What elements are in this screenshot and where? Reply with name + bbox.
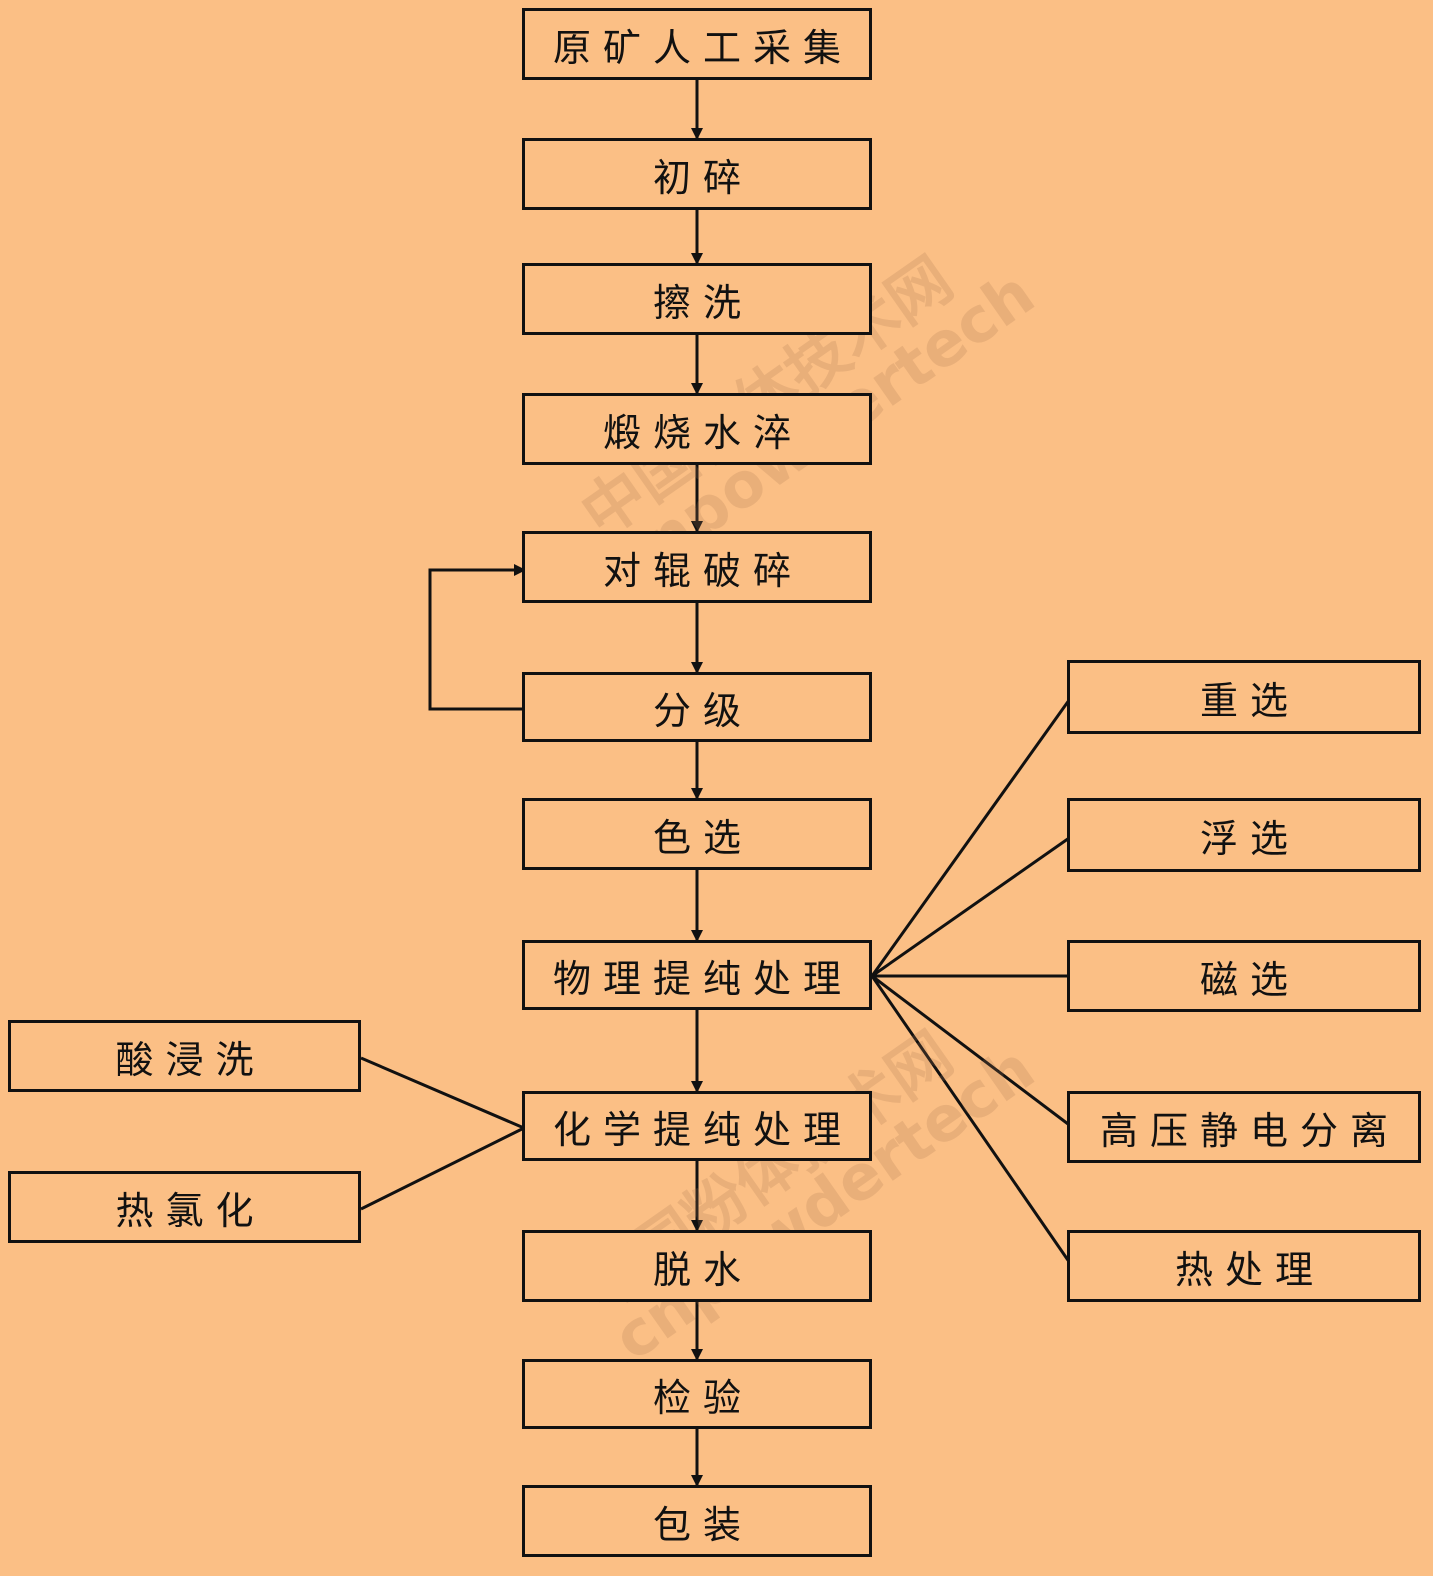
chemical-branch-line-1 (360, 1056, 525, 1130)
method-heat-treatment: 热处理 (1067, 1230, 1421, 1302)
step-dewatering: 脱水 (522, 1230, 872, 1302)
physical-branch-line-2 (871, 834, 1073, 978)
step-primary-crushing: 初碎 (522, 138, 872, 210)
step-inspection: 检验 (522, 1359, 872, 1429)
method-magnetic-separation: 磁选 (1067, 940, 1421, 1012)
step-label: 检验 (652, 1375, 753, 1420)
method-flotation: 浮选 (1067, 798, 1421, 872)
step-calcination-quench: 煅烧水淬 (522, 393, 872, 465)
step-classification: 分级 (522, 672, 872, 742)
step-color-sorting: 色选 (522, 798, 872, 870)
method-label: 重选 (1199, 678, 1300, 723)
step-label: 脱水 (652, 1247, 753, 1292)
method-gravity-separation: 重选 (1067, 660, 1421, 734)
step-physical-purification: 物理提纯处理 (522, 940, 872, 1010)
method-label: 热处理 (1174, 1247, 1325, 1292)
step-scrubbing: 擦洗 (522, 263, 872, 335)
step-label: 原矿人工采集 (552, 25, 853, 70)
method-label: 热氯化 (115, 1188, 266, 1233)
physical-branch-line-5 (870, 975, 1074, 1267)
method-hot-chlorination: 热氯化 (8, 1171, 361, 1243)
step-label: 色选 (652, 815, 753, 860)
physical-branch-line-1 (870, 695, 1074, 977)
method-label: 高压静电分离 (1099, 1108, 1400, 1153)
step-label: 分级 (652, 688, 753, 733)
method-electrostatic-separation: 高压静电分离 (1067, 1091, 1421, 1163)
step-label: 煅烧水淬 (602, 410, 803, 455)
step-label: 包装 (652, 1502, 753, 1547)
step-label: 对辊破碎 (602, 548, 803, 593)
step-label: 化学提纯处理 (552, 1107, 853, 1152)
step-chemical-purification: 化学提纯处理 (522, 1091, 872, 1161)
step-label: 物理提纯处理 (552, 956, 853, 1001)
step-roller-crushing: 对辊破碎 (522, 531, 872, 603)
recycle-loop-arrow (428, 564, 528, 711)
step-raw-ore-collection: 原矿人工采集 (522, 8, 872, 80)
method-label: 磁选 (1199, 957, 1300, 1002)
method-label: 酸浸洗 (115, 1037, 266, 1082)
method-label: 浮选 (1199, 816, 1300, 861)
physical-branch-line-4 (871, 974, 1073, 1129)
step-label: 初碎 (652, 155, 753, 200)
chemical-branch-line-2 (360, 1126, 525, 1211)
method-acid-leaching: 酸浸洗 (8, 1020, 361, 1092)
step-packaging: 包装 (522, 1485, 872, 1557)
step-label: 擦洗 (652, 280, 753, 325)
